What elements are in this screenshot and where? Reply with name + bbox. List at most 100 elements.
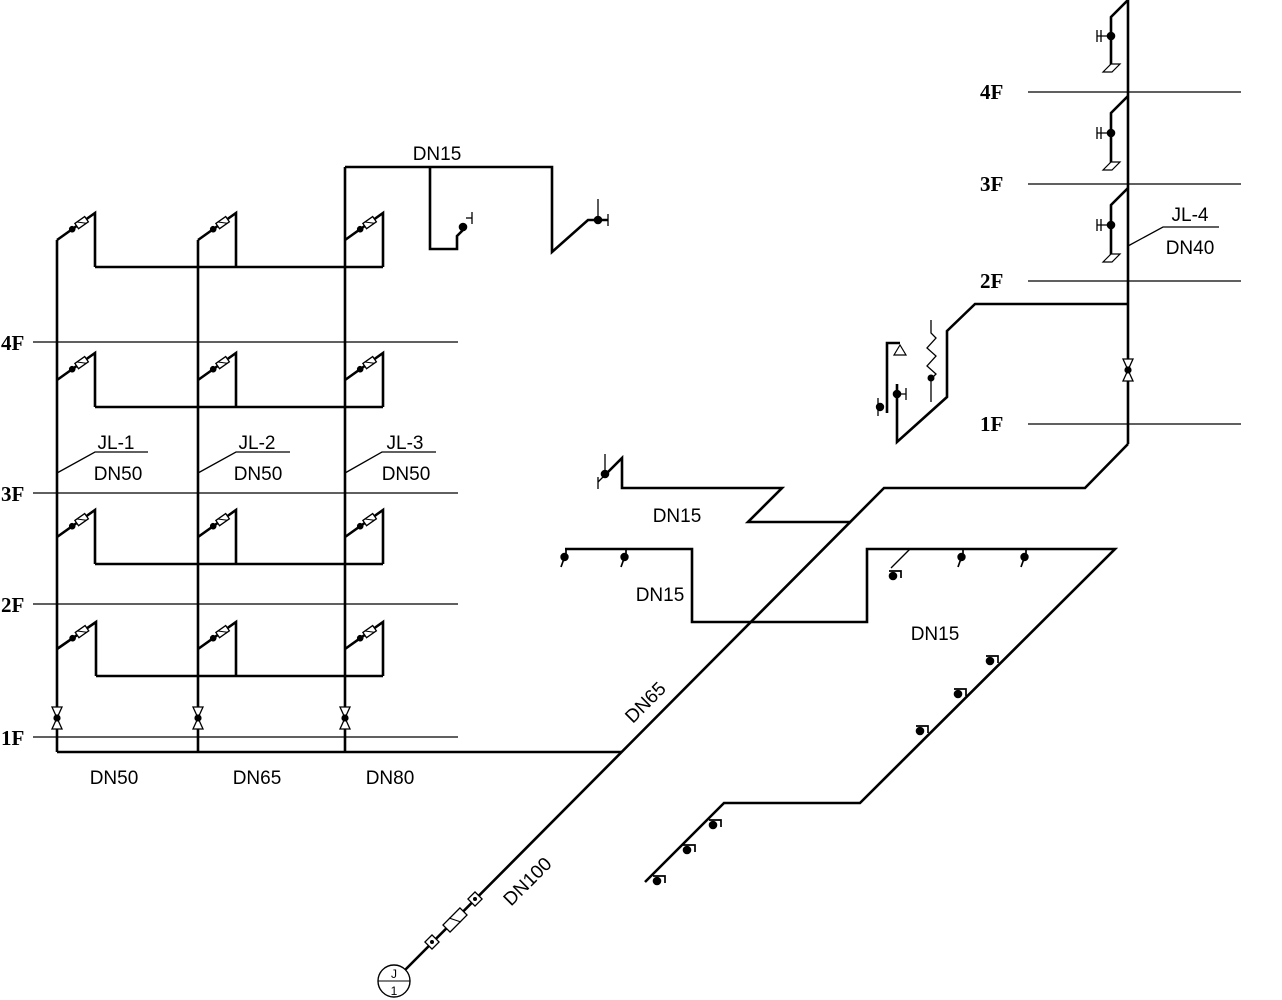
floor-label-1f-left: 1F: [1, 726, 24, 750]
upper-branch-pipe: [604, 454, 851, 524]
main-pipe: [404, 443, 1129, 971]
tap-tick: [1096, 219, 1111, 231]
left-floor-labels: 4F 3F 2F 1F: [1, 331, 24, 750]
fixture-drop: [890, 548, 911, 569]
faucet-icon: [651, 875, 666, 887]
riser-id-jl-2: JL-2: [239, 433, 276, 454]
floor-label-1f-right: 1F: [980, 412, 1003, 436]
right-floor-labels: 4F 3F 2F 1F: [980, 80, 1003, 436]
water-meter-icon: [207, 624, 231, 644]
water-meter-icon: [354, 512, 378, 532]
top-branch-drop: [428, 167, 467, 251]
branch-jl-3-level-3: [344, 507, 385, 564]
left-risers: [55, 167, 622, 754]
branch-jl-1-level-1: [56, 210, 97, 267]
branch-jl-1-level-2: [56, 350, 97, 407]
main-lower-size: DN100: [500, 854, 557, 911]
branch-jl-2-level-2: [197, 350, 238, 407]
bathroom-branch-2f: [875, 302, 1128, 445]
leader-jl-4: [1127, 226, 1219, 247]
leader-jl-3: [344, 451, 436, 474]
top-dn15-branch: DN15: [345, 144, 609, 255]
gate-valve-icon: [1122, 358, 1134, 382]
water-meter-icon: [207, 512, 231, 532]
floor-label-4f-right: 4F: [980, 80, 1003, 104]
bathroom-branch-pipe: [895, 302, 1128, 445]
floor-drain-icon: [1101, 161, 1122, 171]
tap-outlet: [597, 474, 606, 483]
main-upper-size: DN65: [621, 678, 670, 727]
shower-valve-dot: [875, 402, 885, 412]
hose-bib-icon: [619, 548, 630, 568]
main-lower-size-label: DN100: [500, 854, 557, 911]
riser-id-jl-1: JL-1: [98, 433, 135, 454]
header-size-3: DN80: [366, 768, 415, 789]
inlet-letter: J: [391, 967, 397, 981]
branch-meters: [66, 215, 378, 644]
leader-jl-1: [56, 451, 148, 474]
flexible-hose-icon: [926, 320, 937, 402]
shower-head-icon: [892, 343, 908, 356]
left-floor-lines: [33, 341, 458, 738]
water-meter-icon: [66, 215, 90, 235]
tap-tick: [1096, 30, 1111, 42]
top-branch-pipe: [345, 165, 608, 255]
water-meter-icon: [354, 624, 378, 644]
hose-bib-icon: [1019, 548, 1030, 568]
leader-jl-2: [197, 451, 290, 474]
faucet-icon: [914, 725, 929, 737]
middle-branch-size: DN15: [636, 585, 685, 606]
riser-labels: JL-1 DN50 JL-2 DN50 JL-3 DN50: [56, 433, 436, 485]
gate-valve-icon: [192, 706, 204, 730]
branch-jl-1-level-3: [56, 507, 97, 564]
hose-bib-icon: [559, 548, 570, 568]
floor-label-3f-right: 3F: [980, 172, 1003, 196]
floor-label-4f-left: 4F: [1, 331, 24, 355]
branch-jl-1-level-4: [56, 619, 98, 676]
floor-drain-icon: [1101, 63, 1122, 73]
middle-branch-pipe: [565, 547, 1119, 883]
riser-size-jl-2: DN50: [234, 464, 283, 485]
tap-tick: [1096, 127, 1111, 139]
inlet-marker: J 1: [377, 964, 411, 998]
branch-jl-2-level-3: [197, 507, 238, 564]
right-floor-lines: [1028, 91, 1241, 425]
upper-branch-size: DN15: [653, 506, 702, 527]
water-meter-icon: [66, 512, 90, 532]
shower-pipe: [885, 341, 900, 413]
branch-jl-3-level-1: [344, 210, 385, 267]
top-branch-size: DN15: [413, 144, 462, 165]
faucet-icon: [681, 844, 696, 856]
middle-dn15-branch: DN15 DN15: [559, 547, 1119, 887]
branch-jl-2-level-1: [197, 210, 238, 267]
gate-valve-icon: [51, 706, 63, 730]
floor-label-2f-left: 2F: [1, 593, 24, 617]
tap-tick: [897, 388, 907, 400]
floor-label-3f-left: 3F: [1, 482, 24, 506]
header-size-1: DN50: [90, 768, 139, 789]
water-meter-icon: [207, 355, 231, 375]
gate-valve-icon: [339, 706, 351, 730]
upper-dn15-branch: DN15: [597, 454, 851, 527]
strainer-slash: [448, 917, 462, 923]
riser-id-jl-3: JL-3: [387, 433, 424, 454]
riser-valves: [51, 706, 351, 730]
gate-valve-dot: [430, 940, 434, 944]
gate-valve-dot: [473, 897, 477, 901]
riser-id-jl-4: JL-4: [1172, 205, 1209, 226]
branch-jl-4-level-2: [1109, 95, 1129, 170]
branch-jl-3-level-4: [344, 619, 385, 676]
water-meter-icon: [67, 624, 90, 644]
hose-valve-dot: [927, 374, 935, 382]
right-branch-size: DN15: [911, 624, 960, 645]
floor-label-2f-right: 2F: [980, 269, 1003, 293]
header-size-labels: DN50 DN65 DN80: [90, 768, 415, 789]
branch-jl-2-level-4: [197, 619, 238, 676]
faucet-icon: [984, 655, 999, 667]
water-meter-icon: [66, 355, 90, 375]
faucet-icon: [887, 570, 902, 582]
riser-size-jl-1: DN50: [94, 464, 143, 485]
tap-dot: [458, 222, 468, 232]
hose-bib-icon: [956, 548, 967, 568]
